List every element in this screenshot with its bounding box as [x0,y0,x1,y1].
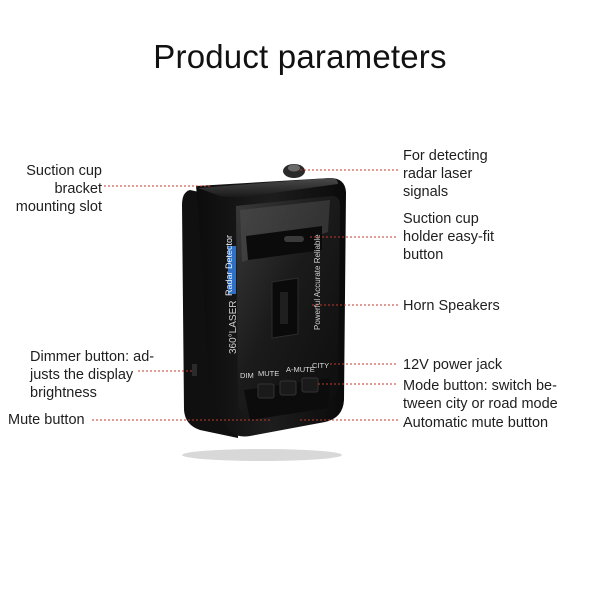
sensor-lens [288,164,300,172]
mount-slot-inner [280,292,288,324]
device-model-text: 360°LASER [228,301,239,354]
callout-mode-button: Mode button: switch be- tween city or ro… [403,377,558,413]
callout-line: radar laser [403,166,473,182]
callout-line: button [403,247,444,263]
callout-horn-speakers: Horn Speakers [403,297,500,315]
power-jack-shape [192,364,197,376]
callout-line: 12V power jack [403,357,503,373]
device-brand-strip: Radar Detector [224,235,234,296]
callout-line: justs the display [30,367,134,383]
device-top-cap [198,178,338,197]
device-button-label-dim: DIM [240,371,254,380]
dim-button-shape [257,383,275,399]
callout-line: Mode button: switch be- [403,378,557,394]
callout-line: mounting slot [15,199,102,215]
callout-line: signals [403,184,449,200]
callout-holder-button: Suction cup holder easy-fit button [403,210,494,264]
callout-dimmer-button: Dimmer button: ad- justs the display bri… [30,348,154,402]
callout-line: Mute button [8,412,85,428]
callout-auto-mute: Automatic mute button [403,414,548,432]
device-button-label-amute: A-MUTE [286,365,315,374]
callout-line: Automatic mute button [403,415,549,431]
device-tagline-text: Powerful Accurate Reliable [313,234,322,330]
callout-line: bracket [54,181,102,197]
callout-line: Suction cup [403,211,479,227]
device-shadow [182,449,342,461]
callout-radar-detection: For detecting radar laser signals [403,147,488,201]
accent-strip [228,246,236,294]
mute-button-shape [279,380,297,396]
callout-line: tween city or road mode [403,396,558,412]
callout-power-jack: 12V power jack [403,356,502,374]
callout-line: Horn Speakers [403,298,500,314]
callout-mounting-slot: Suction cup bracket mounting slot [16,162,102,216]
callout-line: Dimmer button: ad- [30,349,155,365]
device-button-label-city: CITY [312,361,329,370]
device-button-label-mute: MUTE [258,369,279,378]
callout-line: For detecting [403,148,488,164]
clip-bracket [246,226,322,260]
callout-mute-button: Mute button [8,411,85,429]
callout-line: brightness [30,385,97,401]
callout-line: Suction cup [26,163,102,179]
callout-line: holder easy-fit [403,229,495,245]
release-button-shape [284,236,304,242]
amute-button-shape [301,377,319,393]
page-title: Product parameters [153,38,447,75]
